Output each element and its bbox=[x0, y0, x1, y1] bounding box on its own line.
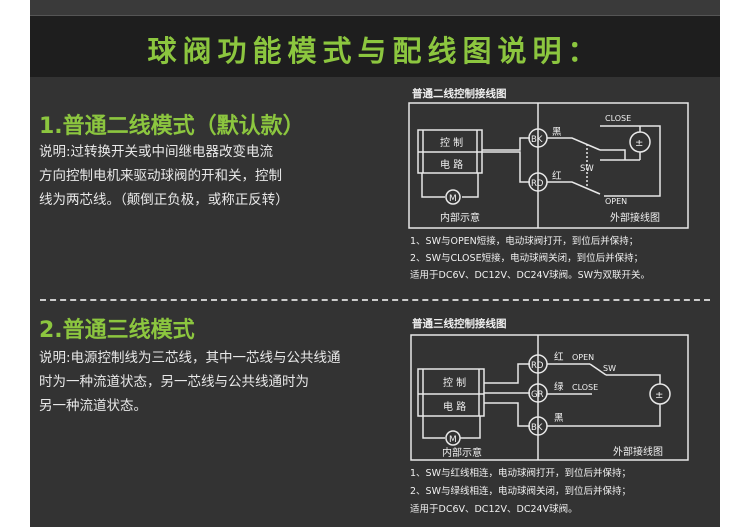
open-label: OPEN bbox=[572, 353, 594, 362]
three-wire-diagram: 普通三线控制接线图 控 制 电 路 M 内部示意 RD GR BK 红 绿 黑 … bbox=[410, 317, 689, 515]
note-line: 2、SW与CLOSE短接，电动球阀关闭，到位后并保持； bbox=[410, 252, 643, 264]
section-divider bbox=[40, 299, 710, 301]
note-line: 2、SW与绿线相连，电动球阀关闭，到位后并保持； bbox=[410, 485, 631, 497]
diagram-frame bbox=[410, 334, 689, 461]
header-band: 球阀功能模式与配线图说明： bbox=[30, 16, 720, 77]
black-wire-label: 黑 bbox=[554, 413, 564, 424]
close-label: CLOSE bbox=[605, 114, 631, 123]
section1-description: 说明:过转换开关或中间继电器改变电流 方向控制电机来驱动球阀的开和关，控制 线为… bbox=[39, 140, 399, 212]
note-line: 适用于DC6V、DC12V、DC24V球阀。SW为双联开关。 bbox=[410, 269, 650, 281]
diagram-frame bbox=[408, 102, 689, 229]
internal-label: 内部示意 bbox=[440, 211, 480, 224]
circuit-label: 电 路 bbox=[443, 400, 466, 413]
section1-heading: 1.普通二线模式（默认款） bbox=[39, 114, 305, 139]
diagram-title: 普通二线控制接线图 bbox=[412, 87, 507, 100]
close-label: CLOSE bbox=[572, 383, 598, 392]
red-wire-label: 红 bbox=[554, 351, 564, 363]
desc-line: 说明:过转换开关或中间继电器改变电流 bbox=[39, 144, 274, 160]
sw-label: SW bbox=[580, 164, 594, 174]
rd-label: RD bbox=[531, 361, 544, 371]
control-label: 控 制 bbox=[443, 376, 466, 389]
internal-label: 内部示意 bbox=[442, 446, 482, 459]
green-wire-label: 绿 bbox=[554, 381, 564, 393]
external-label: 外部接线图 bbox=[610, 211, 660, 224]
section2-description: 说明:电源控制线为三芯线，其中一芯线与公共线通 时为一种流道状态，另一芯线与公共… bbox=[39, 346, 399, 418]
top-strip bbox=[30, 0, 720, 16]
red-wire-label: 红 bbox=[552, 170, 562, 182]
power-label: ± bbox=[635, 138, 643, 149]
diagram-title: 普通三线控制接线图 bbox=[412, 317, 507, 330]
desc-line: 方向控制电机来驱动球阀的开和关，控制 bbox=[39, 168, 282, 184]
motor-icon bbox=[445, 430, 461, 446]
section2-heading: 2.普通三线模式 bbox=[39, 318, 195, 343]
desc-line: 说明:电源控制线为三芯线，其中一芯线与公共线通 bbox=[39, 350, 341, 366]
note-line: 1、SW与红线相连，电动球阀打开，到位后并保持； bbox=[410, 467, 631, 479]
gr-terminal bbox=[528, 383, 548, 403]
bk-label: BK bbox=[531, 423, 543, 433]
external-label: 外部接线图 bbox=[613, 445, 663, 458]
motor-label: M bbox=[449, 194, 457, 204]
gr-label: GR bbox=[531, 390, 544, 400]
motor-label: M bbox=[449, 435, 457, 445]
motor-icon bbox=[445, 189, 461, 205]
desc-line: 线为两芯线。（颠倒正负极，或称正反转） bbox=[39, 192, 289, 208]
content-panel bbox=[30, 0, 720, 527]
note-line: 适用于DC6V、DC12V、DC24V球阀。 bbox=[410, 503, 578, 515]
desc-line: 另一种流道状态。 bbox=[39, 398, 147, 414]
note-line: 1、SW与OPEN短接，电动球阀打开，到位后并保持； bbox=[410, 235, 638, 247]
open-label: OPEN bbox=[605, 197, 627, 206]
power-label: ± bbox=[655, 390, 663, 401]
control-label: 控 制 bbox=[440, 136, 463, 149]
circuit-label: 电 路 bbox=[440, 158, 463, 171]
two-wire-diagram: 普通二线控制接线图 控 制 电 路 M 内部示意 BK RD 黑 红 SW ± … bbox=[408, 87, 689, 281]
rd-label: RD bbox=[531, 179, 544, 189]
page-title: 球阀功能模式与配线图说明： bbox=[147, 34, 603, 68]
sw-label: SW bbox=[603, 364, 616, 373]
bk-label: BK bbox=[531, 135, 543, 145]
desc-line: 时为一种流道状态，另一芯线与公共线通时为 bbox=[39, 374, 309, 390]
black-wire-label: 黑 bbox=[552, 127, 562, 138]
